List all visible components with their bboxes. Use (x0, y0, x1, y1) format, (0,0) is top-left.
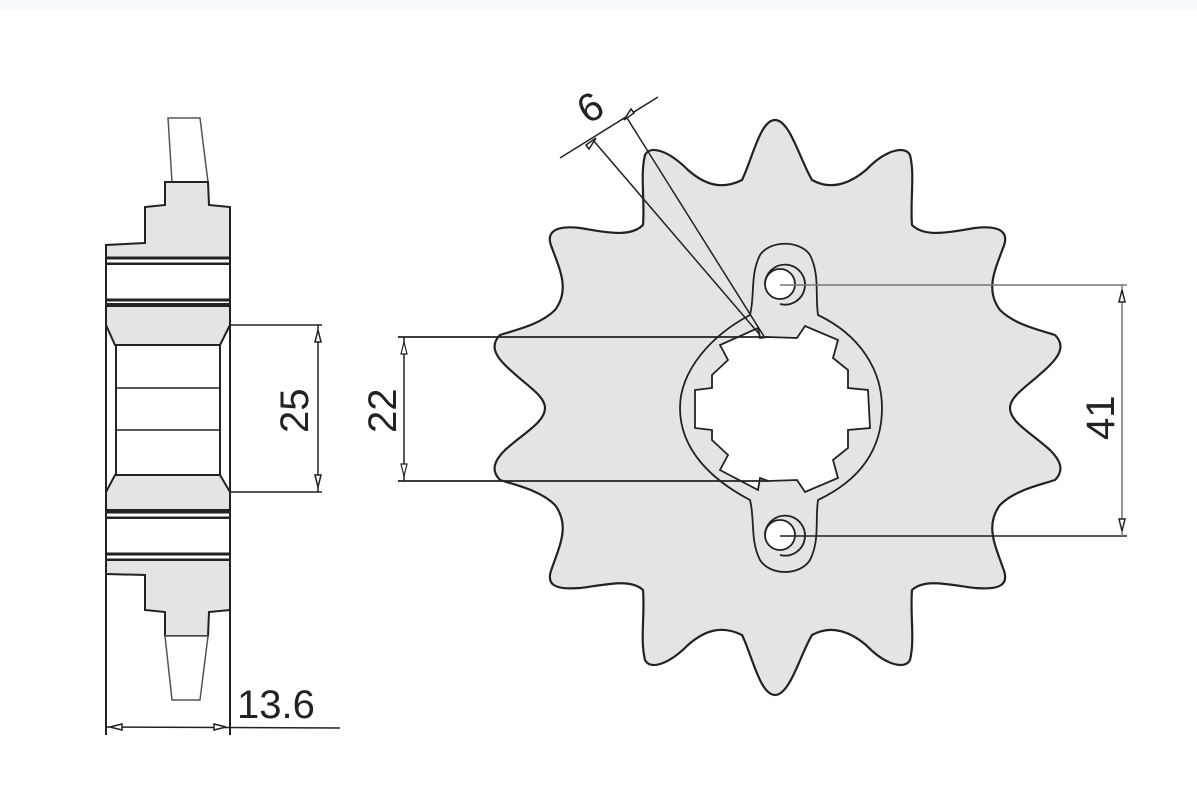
dimension-width (105, 723, 341, 731)
bolt-hole-bottom[interactable] (764, 514, 806, 557)
dimension-bolt-hole (559, 96, 766, 339)
dimension-hub-outer (230, 324, 322, 493)
front-view (493, 118, 1062, 697)
width-label: 13.6 (237, 683, 315, 727)
hub-outer-label: 25 (273, 389, 317, 434)
bolt-hole-label: 6 (569, 84, 611, 133)
hub-outline (679, 242, 883, 573)
side-view (105, 117, 231, 735)
dimension-spline (398, 336, 768, 482)
bolt-hole-top[interactable] (764, 263, 806, 306)
spline-label: 22 (361, 389, 405, 434)
top-strip (0, 0, 1197, 10)
dimension-bolt-spacing (780, 284, 1127, 537)
bolt-spacing-label: 41 (1079, 396, 1123, 441)
